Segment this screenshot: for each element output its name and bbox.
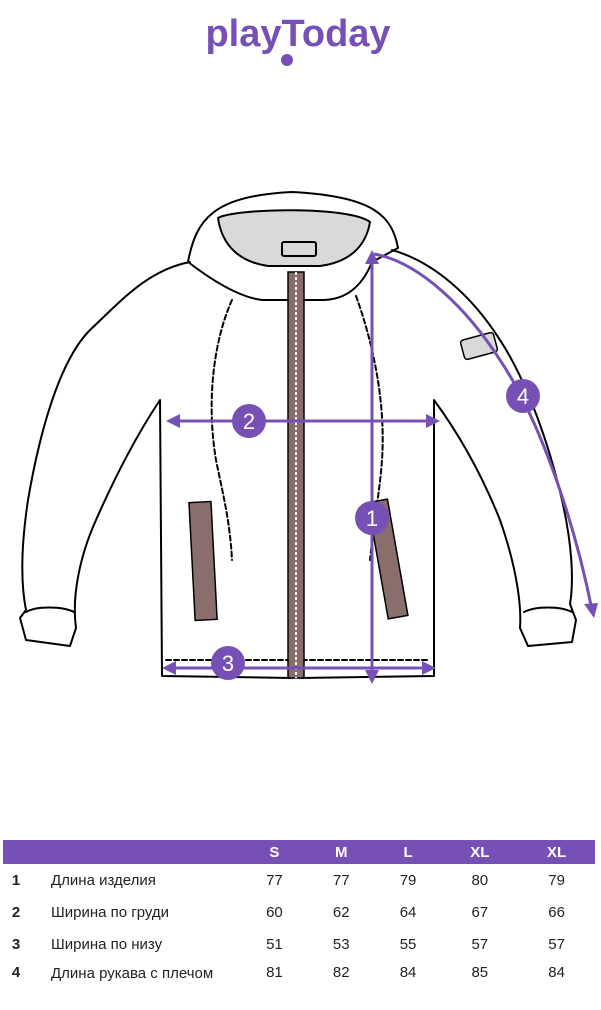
measure-arrowhead bbox=[166, 414, 180, 428]
measure-arrowhead bbox=[422, 661, 436, 675]
row-value: 55 bbox=[399, 935, 417, 953]
header-cell-size: XL bbox=[441, 840, 519, 864]
jacket-right-cuff bbox=[523, 606, 573, 613]
measure-line-4 bbox=[373, 252, 594, 611]
row-value: 80 bbox=[471, 871, 489, 889]
jacket-raglan-seam-left bbox=[210, 299, 233, 561]
row-value: 57 bbox=[548, 935, 565, 953]
row-label: Длина изделия bbox=[51, 871, 156, 889]
measure-arrowhead bbox=[426, 414, 440, 428]
header-cell-num bbox=[3, 840, 29, 864]
jacket-left-side bbox=[19, 261, 293, 679]
row-value: 85 bbox=[471, 964, 489, 981]
row-value: 67 bbox=[471, 903, 489, 921]
measure-marker-4: 4 bbox=[506, 379, 540, 413]
row-label: Ширина по груди bbox=[51, 903, 170, 921]
row-number: 1 bbox=[11, 871, 21, 889]
jacket-right-side bbox=[299, 249, 577, 679]
row-number: 3 bbox=[11, 935, 21, 953]
measure-arrowhead bbox=[365, 670, 379, 684]
jacket-hood bbox=[187, 191, 399, 301]
row-number: 2 bbox=[11, 903, 21, 921]
brand-logo-dot bbox=[281, 54, 293, 66]
row-value: 84 bbox=[548, 964, 565, 981]
measure-marker-3: 3 bbox=[211, 646, 245, 680]
jacket-raglan-seam-right bbox=[355, 295, 384, 561]
measure-marker-1: 1 bbox=[355, 501, 389, 535]
jacket-sleeve-patch bbox=[459, 331, 499, 361]
row-value: 79 bbox=[399, 871, 417, 889]
measure-arrowhead bbox=[584, 603, 598, 618]
header-cell-size: M bbox=[307, 840, 375, 864]
jacket-neck-label bbox=[281, 241, 317, 257]
header-cell-size: L bbox=[374, 840, 442, 864]
row-value: 51 bbox=[266, 935, 283, 953]
measure-marker-3-label: 3 bbox=[222, 651, 234, 676]
measure-marker-4-label: 4 bbox=[517, 384, 529, 409]
row-label: Ширина по низу bbox=[51, 935, 163, 953]
header-cell-size: XL bbox=[518, 840, 595, 864]
row-value: 60 bbox=[266, 903, 283, 921]
header-cell-label bbox=[29, 840, 241, 864]
row-value: 53 bbox=[332, 935, 350, 953]
header-cell-size: S bbox=[241, 840, 308, 864]
brand-logo: playToday bbox=[205, 13, 391, 66]
row-value: 57 bbox=[471, 935, 489, 953]
jacket-hood-lining bbox=[217, 209, 371, 267]
row-value: 62 bbox=[332, 903, 350, 921]
table-row: 2 Ширина по груди 60 62 64 67 66 bbox=[3, 896, 595, 928]
table-row: 1 Длина изделия 77 77 79 80 79 bbox=[3, 864, 595, 896]
row-value: 79 bbox=[548, 871, 565, 889]
table-row: 3 Ширина по низу 51 53 55 57 57 bbox=[3, 928, 595, 960]
jacket-left-cuff bbox=[25, 606, 75, 613]
row-value: 84 bbox=[399, 964, 417, 981]
table-row: 4 Длина рукава с плечом 81 82 84 85 84 bbox=[3, 960, 595, 1010]
jacket-diagram: 1 2 3 4 bbox=[19, 191, 598, 684]
jacket-zipper bbox=[287, 271, 305, 679]
row-value: 66 bbox=[548, 903, 565, 921]
row-value: 82 bbox=[332, 964, 350, 981]
row-label: Длина рукава с плечом bbox=[51, 965, 214, 982]
row-value: 64 bbox=[399, 903, 417, 921]
row-value: 77 bbox=[332, 871, 350, 889]
brand-logo-text: playToday bbox=[205, 13, 390, 55]
size-table: S M L XL XL 1 Длина изделия 77 77 79 80 … bbox=[3, 840, 595, 1010]
measure-arrowhead bbox=[365, 250, 379, 264]
size-table-header: S M L XL XL bbox=[3, 840, 595, 864]
row-value: 81 bbox=[266, 964, 283, 981]
measure-arrowhead bbox=[162, 661, 176, 675]
row-number: 4 bbox=[11, 964, 21, 981]
measure-marker-2-label: 2 bbox=[243, 409, 255, 434]
measure-marker-1-label: 1 bbox=[366, 506, 378, 531]
row-value: 77 bbox=[266, 871, 283, 889]
measure-marker-2: 2 bbox=[232, 404, 266, 438]
jacket-left-pocket-zipper bbox=[188, 500, 218, 622]
